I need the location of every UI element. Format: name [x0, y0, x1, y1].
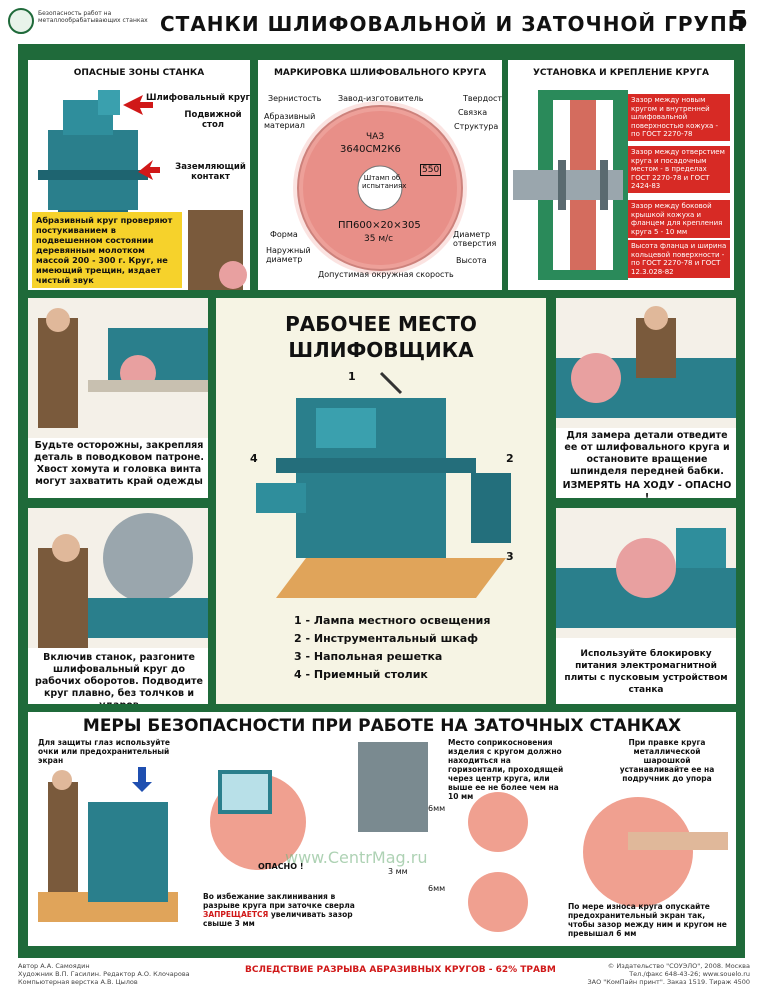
danger-zones-title: ОПАСНЫЕ ЗОНЫ СТАНКА [73, 68, 205, 78]
right-panel-lock: Используйте блокировку питания электрома… [556, 508, 736, 704]
magnetic-plate-illustration [556, 508, 736, 638]
callout-1: 1 [348, 370, 356, 383]
wheel-test-stamp: Штамп об испытаниях [362, 174, 407, 190]
mark-hardness: Твердость [463, 94, 502, 103]
right-panel-1-warning: ИЗМЕРЯТЬ НА ХОДУ - ОПАСНО ! [562, 480, 732, 498]
wheel-marking-title: МАРКИРОВКА ШЛИФОВАЛЬНОГО КРУГА [273, 68, 487, 78]
workplace-title-2: ШЛИФОВЩИКА [288, 338, 474, 362]
mark-manufacturer: Завод-изготовитель [338, 94, 424, 103]
callout-2: 2 [506, 452, 514, 465]
page-number: 5 [730, 6, 749, 36]
grinding-wheel-illustration [293, 101, 467, 275]
danger-zones-panel: ОПАСНЫЕ ЗОНЫ СТАНКА Шлифовальный круг По… [28, 60, 250, 290]
series-title: Безопасность работ на металлообрабатываю… [38, 10, 148, 24]
sharp-tip-4-text: Во избежание заклинивания в разрыве круг… [203, 892, 355, 910]
measuring-worker-illustration [556, 298, 736, 428]
mark-bond: Связка [458, 108, 488, 117]
label-moving-table: Подвижной стол [184, 110, 242, 130]
mark-speed: Допустимая окружная скорость [318, 270, 454, 279]
sharp-tip-5: По мере износа круга опускайте предохран… [568, 902, 727, 938]
wheel-mounting-panel: УСТАНОВКА И КРЕПЛЕНИЕ КРУГА Зазор между … [508, 60, 734, 290]
mark-form: Форма [270, 230, 298, 239]
workplace-title-1: РАБОЧЕЕ МЕСТО [285, 312, 477, 336]
poster-title: СТАНКИ ШЛИФОВАЛЬНОЙ И ЗАТОЧНОЙ ГРУПП [160, 12, 746, 36]
left-panel-2-text: Включив станок, разгоните шлифовальный к… [35, 652, 203, 704]
surface-grinder-worker-illustration [28, 508, 208, 648]
left-panel-1-text: Будьте осторожны, закрепляя деталь в пов… [34, 440, 204, 487]
mark-bore-diameter: Диаметр отверстия [453, 230, 497, 248]
workplace-panel: РАБОЧЕЕ МЕСТО ШЛИФОВЩИКА 1 2 3 4 1 - Лам… [216, 298, 546, 704]
gap-3mm: 3 мм [388, 867, 408, 876]
legend-item-3: 3 - Напольная решетка [294, 650, 443, 663]
mount-note-4: Высота фланца и ширина кольцевой поверхн… [628, 240, 730, 278]
wheel-mounting-title: УСТАНОВКА И КРЕПЛЕНИЕ КРУГА [532, 68, 709, 78]
wheel-text-stamp-num: 550 [420, 164, 442, 176]
mark-structure: Структура [454, 122, 499, 131]
legend-item-2: 2 - Инструментальный шкаф [294, 632, 479, 645]
sharp-tip-3: При правке круга металлической шарошкой … [619, 738, 715, 783]
label-grinding-wheel: Шлифовальный круг [146, 93, 250, 103]
sharp-tip-2: Место соприкосновения изделия с кругом д… [448, 738, 564, 801]
mount-note-1: Зазор между новым кругом и внутренней шл… [628, 94, 730, 141]
sharp-tip-1: Для защиты глаз используйте очки или пре… [38, 738, 170, 765]
gap-6mm-bottom: 6мм [428, 884, 446, 893]
workplace-illustration [256, 371, 511, 598]
lathe-grinder-illustration [28, 298, 208, 438]
sharp-tip-4-rest: увеличивать зазор свыше 3 мм [203, 910, 353, 928]
watermark: www.CentrMag.ru [285, 848, 428, 867]
callout-4: 4 [250, 452, 258, 465]
callout-3: 3 [506, 550, 514, 563]
wheel-text-spec: 3640СМ2К6 [340, 144, 401, 155]
sharp-tip-4-forbidden: ЗАПРЕЩАЕТСЯ [203, 910, 269, 919]
wheel-text-size: ПП600×20×305 [338, 220, 421, 231]
left-panel-chuck: Будьте осторожны, закрепляя деталь в пов… [28, 298, 208, 498]
publisher-logo-icon [8, 8, 34, 34]
wheel-text-maker: ЧАЗ [366, 132, 385, 142]
sharpening-safety-panel: МЕРЫ БЕЗОПАСНОСТИ ПРИ РАБОТЕ НА ЗАТОЧНЫХ… [28, 712, 736, 946]
left-panel-start: Включив станок, разгоните шлифовальный к… [28, 508, 208, 704]
footer-publisher: © Издательство "СОУЭЛО", 2008. Москва Те… [587, 962, 750, 986]
wheel-text-speed: 35 м/с [364, 234, 394, 244]
wheel-test-note: Абразивный круг проверяют постукиванием … [32, 212, 182, 288]
wheel-mount-section-illustration [513, 90, 628, 280]
footer-credits: Автор А.А. Самоядин Художник В.П. Гасили… [18, 962, 190, 986]
footer-statistic: ВСЛЕДСТВИЕ РАЗРЫВА АБРАЗИВНЫХ КРУГОВ - 6… [245, 965, 556, 975]
right-panel-2-text: Используйте блокировку питания электрома… [564, 649, 728, 695]
label-ground-contact: Заземляющий контакт [175, 162, 246, 182]
mark-outer-diameter: Наружный диаметр [266, 246, 311, 264]
mount-note-3: Зазор между боковой крышкой кожуха и фла… [628, 200, 730, 238]
mount-note-2: Зазор между отверстием круга и посадочны… [628, 146, 730, 193]
right-panel-measure: Для замера детали отведите ее от шлифова… [556, 298, 736, 498]
legend-item-1: 1 - Лампа местного освещения [294, 614, 491, 627]
legend-item-4: 4 - Приемный столик [294, 668, 428, 681]
gap-6mm-top: 6мм [428, 804, 446, 813]
sharpening-title: МЕРЫ БЕЗОПАСНОСТИ ПРИ РАБОТЕ НА ЗАТОЧНЫХ… [82, 716, 682, 736]
mark-grain: Зернистость [268, 94, 322, 103]
sharpening-illustrations [38, 742, 728, 932]
mark-abrasive: Абразивный материал [264, 112, 316, 130]
wheel-marking-panel: МАРКИРОВКА ШЛИФОВАЛЬНОГО КРУГА Зернистос… [258, 60, 502, 290]
danger-label: ОПАСНО ! [258, 862, 304, 871]
sharp-tip-4: Во избежание заклинивания в разрыве круг… [203, 892, 363, 928]
right-panel-1-text: Для замера детали отведите ее от шлифова… [564, 430, 730, 477]
mark-height: Высота [456, 256, 487, 265]
